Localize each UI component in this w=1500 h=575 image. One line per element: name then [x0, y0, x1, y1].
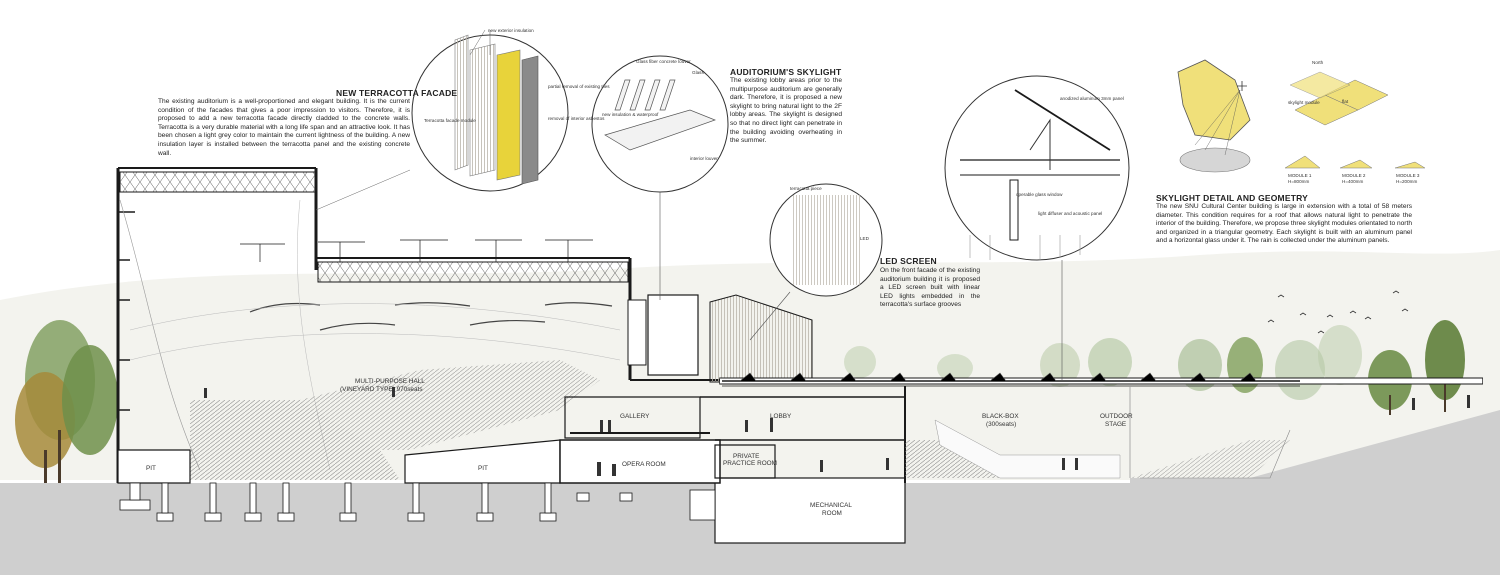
module-1-name: MODULE 1	[1288, 173, 1312, 178]
roof-detail-circle	[944, 75, 1130, 380]
facade-title: NEW TERRACOTTA FACADE	[336, 88, 458, 98]
lobby-zone	[559, 294, 905, 484]
skylight-module-label: skylight module	[1288, 100, 1320, 105]
skylight-label-glass: Glass	[692, 70, 704, 75]
opera-room-label: OPERA ROOM	[622, 461, 666, 468]
roof-label-panel: anodized aluminum 3mm panel	[1060, 96, 1124, 101]
hall-seating	[117, 360, 600, 484]
practice-room-label-1: PRIVATE	[733, 453, 759, 460]
geometry-description: The new SNU Cultural Center building is …	[1156, 203, 1412, 245]
multipurpose-hall-structure	[116, 167, 632, 483]
skylight-description: The existing lobby areas prior to the mu…	[730, 77, 842, 145]
blackbox-label-1: BLACK-BOX	[982, 413, 1019, 420]
module-1-height: H=800mm	[1288, 179, 1309, 184]
facade-label-module: Terracotta facade module	[424, 118, 476, 123]
facade-label-insulation: new exterior insulation	[488, 28, 534, 33]
north-label: North	[1312, 60, 1324, 65]
led-label-led: LED	[860, 236, 870, 241]
birds	[1267, 290, 1409, 334]
led-detail-circle	[749, 183, 883, 341]
blackbox-seating	[905, 419, 1291, 479]
gallery-label: GALLERY	[620, 413, 650, 420]
skylight-title: AUDITORIUM'S SKYLIGHT	[730, 67, 842, 77]
facade-label-tiles: partial removal of existing tiles	[548, 84, 610, 89]
trees-left	[15, 320, 118, 483]
mechanical-room-label-2: ROOM	[822, 510, 842, 517]
module-3-height: H=200mm	[1396, 179, 1417, 184]
basement-cut	[714, 477, 906, 544]
mechanical-room-label-1: MECHANICAL	[810, 502, 852, 509]
foundations	[119, 482, 716, 522]
skylight-label-louver: Glass fiber concrete louver	[636, 59, 691, 64]
flat-label: flat	[1342, 99, 1349, 104]
roof-label-diffuser: light diffuser and acoustic panel	[1038, 211, 1102, 216]
pit-mid-label: PIT	[478, 465, 488, 472]
hall-name: MULTI-PURPOSE HALL	[355, 378, 425, 385]
people	[204, 387, 1470, 476]
led-description: On the front facade of the existing audi…	[880, 267, 980, 309]
led-label-terracotta: terracotta piece	[790, 186, 822, 191]
geometry-title: SKYLIGHT DETAIL AND GEOMETRY	[1156, 193, 1308, 203]
facade-description: The existing auditorium is a well-propor…	[158, 98, 410, 157]
detail-annotations: new exterior insulation partial removal …	[424, 28, 1420, 241]
room-labels: MULTI-PURPOSE HALL (VINEYARD TYPE) 970se…	[146, 378, 1133, 517]
facade-detail-circle	[411, 30, 569, 192]
hall-capacity: (VINEYARD TYPE) 970seats	[340, 386, 423, 393]
facade-label-asbestos: removal of interior asbestos	[548, 116, 605, 121]
module-3-name: MODULE 3	[1396, 173, 1420, 178]
lobby-label: LOBBY	[770, 413, 792, 420]
roof-label-window: operable glass window	[1016, 192, 1063, 197]
skylight-label-insulation: new insulation & waterproof	[602, 112, 659, 117]
outdoor-stage-label-2: STAGE	[1105, 421, 1126, 428]
skylight-geometry-diagram	[1177, 59, 1426, 173]
skylight-detail-circle	[591, 55, 729, 300]
outdoor-stage-label-1: OUTDOOR	[1100, 413, 1133, 420]
led-title: LED SCREEN	[880, 256, 937, 266]
blackbox-label-2: (300seats)	[986, 421, 1016, 428]
skylight-label-interior: interior louver	[690, 156, 718, 161]
pit-left-label: PIT	[146, 465, 156, 472]
module-2-name: MODULE 2	[1342, 173, 1366, 178]
leader-lines	[315, 29, 486, 211]
module-2-height: H=400mm	[1342, 179, 1363, 184]
practice-room-label-2: PRACTICE ROOM	[723, 460, 777, 467]
